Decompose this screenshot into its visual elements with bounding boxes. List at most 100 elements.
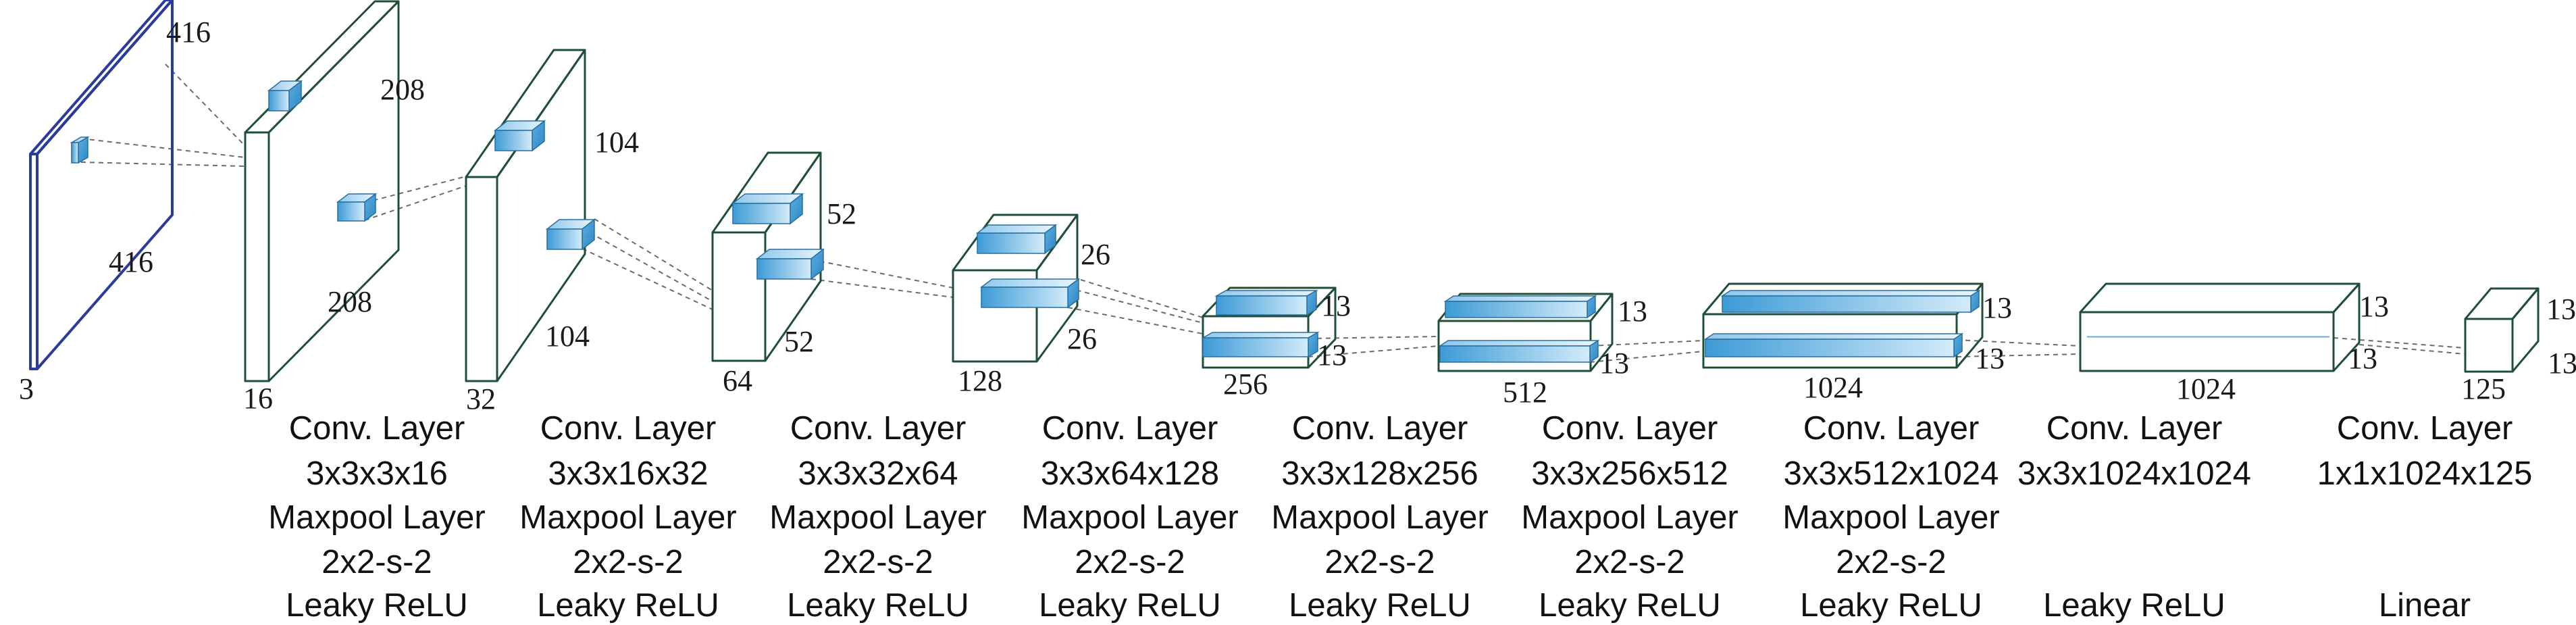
block-front-face — [465, 176, 498, 382]
block-side-face — [2511, 287, 2540, 373]
block-top-face — [465, 49, 586, 178]
receptive-field-line — [1956, 339, 2081, 347]
block-top-face — [244, 0, 400, 134]
dim-label-height: 13 — [1982, 291, 2012, 324]
caption-line: Conv. Layer — [790, 410, 967, 447]
caption-line: 2x2-s-2 — [1075, 544, 1185, 580]
block-side-face — [36, 0, 174, 370]
caption-line: Conv. Layer — [2046, 410, 2223, 447]
block-front-face — [29, 153, 38, 370]
receptive-field-line — [582, 248, 713, 310]
dim-label-width: 52 — [784, 325, 814, 358]
dim-label-height: 13 — [2546, 293, 2576, 326]
feature-map-1 — [244, 0, 400, 382]
caption-line: 1x1x1024x125 — [2317, 455, 2533, 492]
receptive-field-line — [165, 64, 246, 147]
kernel-2 — [545, 218, 596, 251]
caption-line: Maxpool Layer — [1782, 499, 1999, 536]
dim-label-depth: 1024 — [2176, 372, 2236, 405]
kernel-top-face — [1214, 290, 1318, 297]
feature-map-2 — [465, 49, 586, 382]
dim-label-height: 208 — [380, 73, 425, 106]
caption-line: 3x3x128x256 — [1281, 455, 1478, 492]
caption-line: 2x2-s-2 — [1574, 544, 1684, 580]
dim-label-depth: 3 — [19, 372, 34, 405]
dim-label-width: 13 — [1975, 342, 2005, 375]
kernel-front-face — [1439, 345, 1591, 363]
caption-line: Conv. Layer — [289, 410, 465, 447]
dim-label-depth: 256 — [1223, 368, 1268, 401]
receptive-field-line — [1589, 340, 1704, 347]
caption-line: Maxpool Layer — [1021, 499, 1238, 536]
kernel-4 — [979, 278, 1081, 309]
caption-line: Maxpool Layer — [519, 499, 736, 536]
dim-label-depth: 125 — [2461, 372, 2506, 405]
receptive-field-line — [1589, 351, 1704, 363]
kernel-0 — [70, 136, 90, 164]
caption-line: 2x2-s-2 — [573, 544, 683, 580]
dim-label-height: 13 — [1321, 289, 1351, 322]
receptive-field-line — [364, 176, 467, 203]
caption-line: Conv. Layer — [1042, 410, 1218, 447]
caption-line: 3x3x256x512 — [1531, 455, 1728, 492]
caption-line: Maxpool Layer — [769, 499, 986, 536]
dim-label-width: 13 — [1599, 347, 1629, 380]
kernel-top-face — [979, 278, 1081, 288]
dim-label-width: 104 — [545, 320, 590, 353]
dim-label-height: 13 — [2359, 290, 2389, 323]
feature-map-blocks — [29, 0, 2540, 382]
kernel-6 — [1443, 295, 1597, 319]
block-side-face — [267, 0, 400, 382]
block-top-face — [2079, 282, 2361, 314]
caption-line: Linear — [2379, 587, 2471, 624]
caption-line: Conv. Layer — [2337, 410, 2513, 447]
receptive-field-line — [594, 218, 713, 291]
kernel-7 — [1703, 332, 1964, 358]
kernel-front-face — [268, 90, 290, 111]
caption-line: 2x2-s-2 — [823, 544, 933, 580]
caption-line: 3x3x16x32 — [548, 455, 708, 492]
dim-label-height: 104 — [594, 126, 639, 159]
dim-label-depth: 32 — [466, 382, 496, 416]
dim-label-depth: 512 — [1503, 376, 1547, 409]
receptive-field-line — [810, 278, 954, 298]
caption-line: 2x2-s-2 — [1324, 544, 1435, 580]
block-front-face — [1437, 320, 1592, 372]
kernel-top-face — [1438, 340, 1600, 347]
kernel-front-face — [981, 286, 1068, 308]
kernel-front-face — [546, 228, 583, 250]
receptive-field-line — [582, 228, 713, 302]
receptive-field-line — [1080, 279, 1204, 318]
caption-line: Conv. Layer — [1292, 410, 1468, 447]
block-front-face — [2079, 311, 2335, 372]
dim-label-width: 13 — [2548, 347, 2576, 380]
dim-label-width: 26 — [1067, 322, 1097, 355]
kernel-6 — [1438, 339, 1600, 364]
dim-label-depth: 1024 — [1803, 371, 1863, 404]
receptive-field-links — [80, 64, 2466, 363]
kernel-3 — [731, 193, 804, 225]
block-front-face — [2464, 318, 2514, 373]
block-front-face — [711, 231, 767, 362]
receptive-field-line — [364, 185, 467, 221]
caption-line: Leaky ReLU — [1539, 587, 1721, 624]
kernel-front-face — [1216, 295, 1308, 316]
kernel-top-face — [1201, 332, 1320, 339]
caption-line: 3x3x3x16 — [306, 455, 448, 492]
kernel-front-face — [1445, 301, 1588, 318]
dim-label-depth: 128 — [958, 364, 1002, 397]
receptive-field-line — [1308, 336, 1439, 339]
caption-line: 3x3x32x64 — [798, 455, 958, 492]
kernel-1 — [336, 193, 378, 222]
kernel-front-face — [71, 142, 79, 164]
dimension-labels: 4164163208208161041043252526426261281313… — [19, 16, 2576, 416]
kernel-3 — [755, 248, 825, 280]
caption-line: Maxpool Layer — [1271, 499, 1488, 536]
kernel-front-face — [1202, 337, 1309, 357]
feature-map-3 — [711, 151, 822, 362]
caption-line: Maxpool Layer — [1521, 499, 1738, 536]
caption-line: 2x2-s-2 — [321, 544, 432, 580]
dim-label-width: 13 — [2348, 342, 2377, 375]
caption-line: Leaky ReLU — [2043, 587, 2225, 624]
